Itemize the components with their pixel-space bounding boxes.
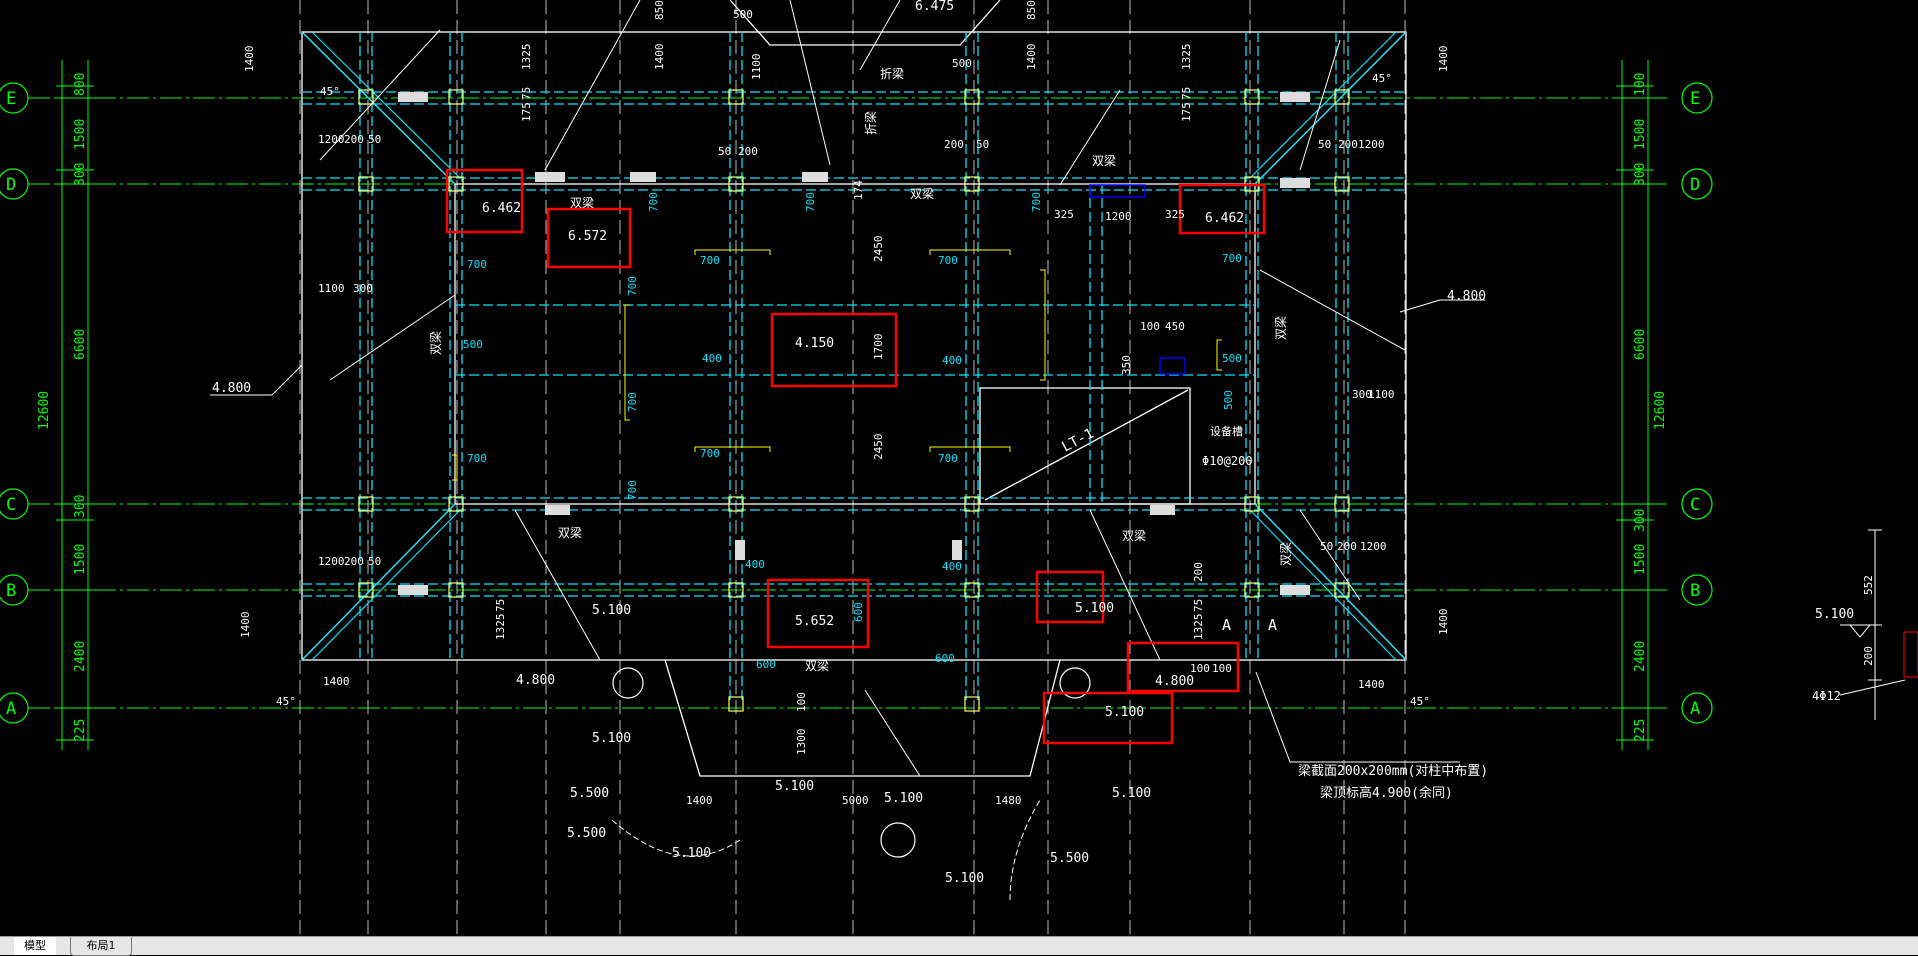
right-dimension-chain [1616, 60, 1654, 750]
outer-slab-outline [301, 0, 1407, 777]
columns [358, 89, 1350, 712]
tab-layout1[interactable]: 布局1 [70, 937, 132, 956]
structural-plan-drawing [0, 0, 1918, 936]
blue-blocks [1089, 184, 1186, 375]
vertical-gridlines [299, 0, 1406, 936]
layout-tab-bar: 模型 布局1 [0, 936, 1918, 956]
left-dimension-chain [56, 60, 94, 750]
arcs [611, 799, 1041, 901]
axis-bubbles-left [0, 82, 29, 724]
right-detail [1839, 529, 1918, 720]
piers [612, 667, 1091, 858]
highlight-boxes [445, 168, 1266, 745]
cyan-beams [302, 32, 1406, 700]
axis-bubbles-right [1681, 82, 1713, 724]
rebar-marks [452, 249, 1222, 481]
rafters [319, 0, 1406, 777]
cad-model-viewport[interactable]: E D C B A E D C B A 800 1500 300 6600 30… [0, 0, 1918, 936]
hatched-blocks [398, 92, 1310, 595]
hip-beams [301, 31, 1407, 661]
tab-model[interactable]: 模型 [14, 937, 56, 955]
leader-lines [210, 299, 1485, 763]
